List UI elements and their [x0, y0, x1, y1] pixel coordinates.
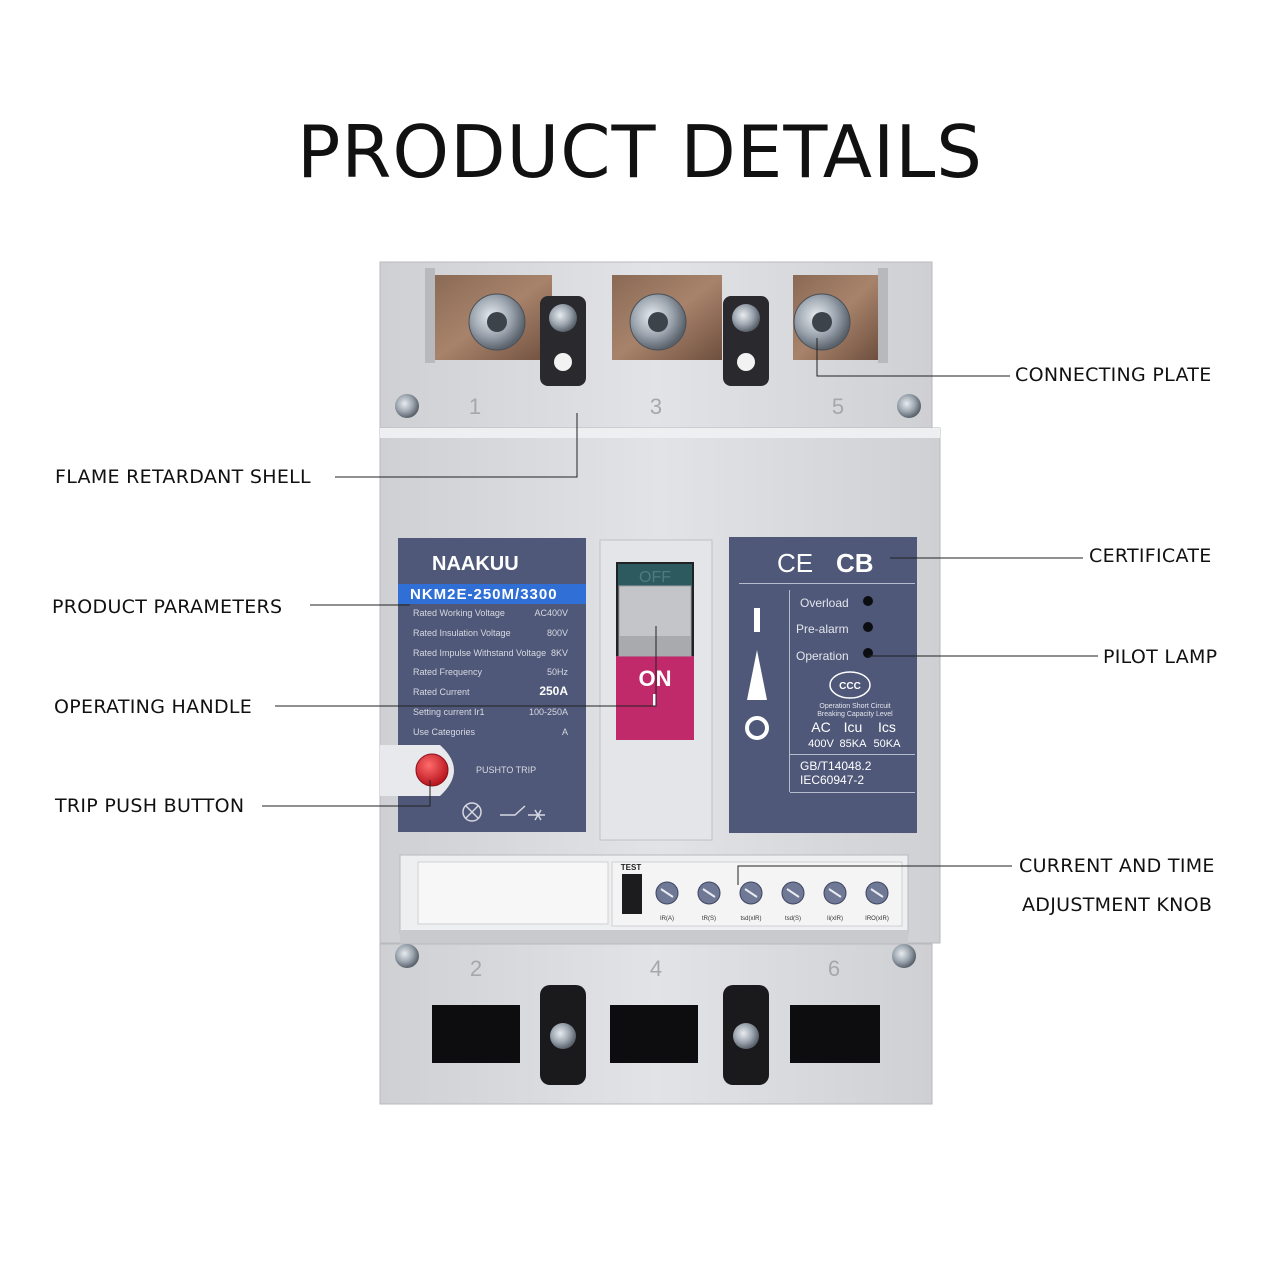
- info-panel: [729, 537, 917, 833]
- callout-trip-push-button: TRIP PUSH BUTTON: [55, 795, 245, 817]
- param-value: 100-250A: [529, 707, 568, 717]
- prealarm-lamp: [863, 622, 873, 632]
- brand-logo: NAAKUU: [432, 553, 519, 575]
- leader-connecting-plate: [816, 338, 1010, 377]
- lamp-label: Overload: [800, 596, 849, 610]
- push-to-trip-label: PUSHTO TRIP: [476, 765, 536, 775]
- on-off-indicator-icon: [745, 608, 769, 740]
- knob-label: tsd(xIR): [741, 916, 762, 922]
- ccc-mark-icon: [829, 671, 871, 699]
- param-value: 800V: [547, 628, 568, 638]
- param-value: 250A: [539, 684, 568, 698]
- wiring-symbol-icon: [462, 802, 545, 822]
- terminal-label-bottom: 6: [828, 956, 840, 981]
- handle-housing: [599, 539, 713, 841]
- leader-lines: [262, 338, 1098, 885]
- terminal-label-bottom: 4: [650, 956, 662, 981]
- handle-on-label: ON: [639, 666, 672, 691]
- param-value: 8KV: [551, 648, 568, 658]
- knob-pointer: [702, 888, 716, 898]
- parameters-panel: [398, 538, 586, 832]
- terminal-label-top: 1: [469, 394, 481, 419]
- leader-operating-handle: [275, 626, 657, 707]
- test-label: TEST: [621, 863, 642, 872]
- param-label: Rated Impulse Withstand Voltage: [413, 648, 546, 658]
- param-value: AC400V: [534, 608, 568, 618]
- callout-product-parameters: PRODUCT PARAMETERS: [52, 596, 283, 618]
- callout-adjustment-line1: CURRENT AND TIME: [1019, 855, 1215, 877]
- bottom-terminal-block: [379, 943, 933, 1105]
- ce-mark: CE: [777, 548, 813, 578]
- param-rows: Rated Working Voltage AC400V Rated Insul…: [413, 608, 568, 737]
- knob-pointer: [744, 888, 758, 898]
- knob-label: IR(A): [660, 916, 674, 922]
- callout-adjustment-line2: ADJUSTMENT KNOB: [1022, 894, 1213, 916]
- param-label: Setting current Ir1: [413, 707, 485, 717]
- operation-lamp: [863, 648, 873, 658]
- adjustment-knob[interactable]: [865, 881, 889, 905]
- param-label: Rated Insulation Voltage: [413, 628, 511, 638]
- rating-header: Ics: [878, 719, 896, 735]
- callout-operating-handle: OPERATING HANDLE: [54, 696, 253, 718]
- callout-connecting-plate: CONNECTING PLATE: [1015, 364, 1212, 386]
- rating-value: 400V: [808, 738, 834, 750]
- trip-push-button[interactable]: [415, 753, 449, 787]
- handle-off-label: OFF: [639, 569, 671, 586]
- knob-pointer: [786, 888, 800, 898]
- rating-header: AC: [811, 719, 830, 735]
- lamp-label: Pre-alarm: [796, 622, 849, 636]
- terminal-label-top: 3: [650, 394, 662, 419]
- trip-button-recess: [380, 745, 454, 796]
- adjustment-knob[interactable]: [655, 881, 679, 905]
- knob-label: tR(S): [702, 916, 716, 922]
- rating-value: 85KA: [840, 738, 868, 750]
- overload-lamp: [863, 596, 873, 606]
- adjustment-knob[interactable]: [781, 881, 805, 905]
- rating-header: Icu: [844, 719, 863, 735]
- leader-adjustment-knob: [737, 865, 1012, 885]
- knob-pointer: [660, 888, 674, 898]
- model-number: NKM2E-250M/3300: [410, 586, 558, 603]
- param-label: Rated Current: [413, 687, 470, 697]
- param-label: Rated Frequency: [413, 667, 483, 677]
- standard-code: IEC60947-2: [800, 773, 864, 787]
- terminal-label-top: 5: [832, 394, 844, 419]
- leader-flame-shell: [335, 413, 578, 478]
- adjustment-knob[interactable]: [739, 881, 763, 905]
- knob-label: tsd(S): [785, 916, 801, 922]
- terminal-label-bottom: 2: [470, 956, 482, 981]
- adjustment-strip: [399, 854, 909, 944]
- breaking-capacity-text: Operation Short Circuit: [819, 703, 890, 710]
- param-label: Rated Working Voltage: [413, 608, 505, 618]
- leader-trip-button: [262, 780, 431, 807]
- adjustment-knob[interactable]: [823, 881, 847, 905]
- test-button[interactable]: [622, 874, 642, 914]
- param-label: Use Categories: [413, 727, 476, 737]
- operating-handle[interactable]: [618, 585, 692, 657]
- callout-flame-retardant-shell: FLAME RETARDANT SHELL: [55, 466, 311, 488]
- knob-pointer: [870, 888, 884, 898]
- param-value: 50Hz: [547, 667, 569, 677]
- param-value: A: [562, 727, 568, 737]
- callout-pilot-lamp: PILOT LAMP: [1103, 646, 1218, 668]
- standard-code: GB/T14048.2: [800, 759, 872, 773]
- lamp-label: Operation: [796, 649, 849, 663]
- callout-certificate: CERTIFICATE: [1089, 545, 1212, 567]
- knob-pointer: [828, 888, 842, 898]
- knob-label: Ii(xIR): [827, 916, 843, 922]
- page-title: PRODUCT DETAILS: [296, 110, 984, 194]
- top-terminal-block: [379, 261, 933, 433]
- adjustment-knob[interactable]: [697, 881, 721, 905]
- breaking-capacity-text: Breaking Capacity Level: [817, 711, 893, 718]
- breaker-body: [379, 427, 941, 944]
- ccc-mark: CCC: [839, 681, 861, 692]
- knob-label: IRO(xIR): [865, 916, 889, 922]
- rating-value: 50KA: [874, 738, 902, 750]
- cb-mark: CB: [836, 548, 874, 578]
